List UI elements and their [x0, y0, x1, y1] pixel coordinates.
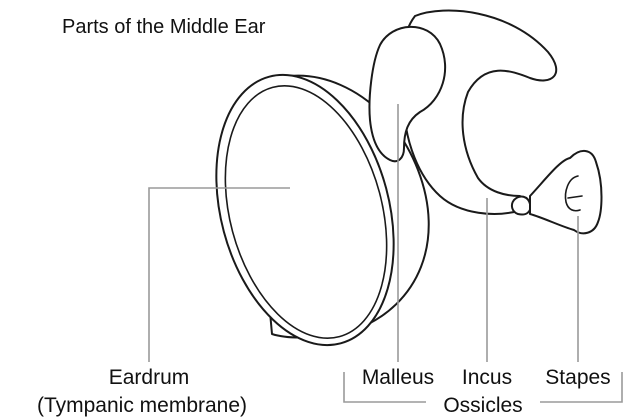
stapes-bone: [512, 151, 602, 233]
eardrum-label: Eardrum: [109, 366, 190, 389]
eardrum-sublabel: (Tympanic membrane): [37, 394, 247, 417]
stapes-label: Stapes: [545, 366, 610, 389]
diagram-title: Parts of the Middle Ear: [62, 16, 266, 38]
malleus-label: Malleus: [362, 366, 434, 389]
ossicles-label: Ossicles: [443, 394, 522, 417]
incus-label: Incus: [462, 366, 512, 389]
